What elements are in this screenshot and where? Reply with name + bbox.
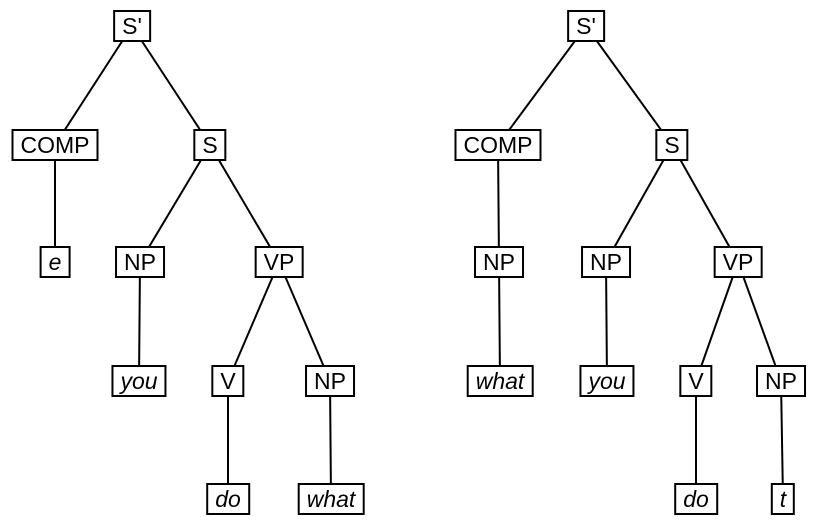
left-tree-node-vp: VP bbox=[254, 246, 304, 278]
right-tree-edge-vp-np2 bbox=[737, 261, 782, 382]
left-tree-edge-sbar-s bbox=[131, 25, 211, 146]
right-tree-node-np0: NP bbox=[474, 246, 524, 278]
left-tree-node-np1: NP bbox=[115, 246, 165, 278]
left-tree-node-what: what bbox=[297, 483, 365, 515]
left-tree-edge-s-np1 bbox=[139, 144, 211, 263]
right-tree-edge-s-vp bbox=[671, 144, 739, 263]
left-tree-node-do: do bbox=[206, 483, 250, 515]
right-tree-edge-np1-you bbox=[605, 261, 608, 382]
left-tree-edge-np2-what bbox=[329, 380, 332, 500]
right-tree-edge-sbar-comp bbox=[497, 25, 587, 146]
right-tree-node-v: V bbox=[679, 365, 713, 397]
right-tree-edge-np2-t bbox=[780, 380, 784, 500]
left-tree-node-s: S bbox=[193, 129, 227, 161]
left-tree-node-comp: COMP bbox=[11, 129, 99, 161]
right-tree-edge-np0-what bbox=[498, 261, 501, 382]
right-tree-edge-sbar-s bbox=[585, 25, 673, 146]
left-tree-edge-vp-v bbox=[227, 261, 280, 382]
left-tree-edge-sbar-comp bbox=[54, 25, 133, 146]
right-tree-edge-s-np1 bbox=[605, 144, 673, 263]
right-tree-node-np2: NP bbox=[756, 365, 806, 397]
left-tree-edge-np1-you bbox=[138, 261, 141, 382]
right-tree-node-do: do bbox=[674, 483, 718, 515]
left-tree-edge-s-vp bbox=[209, 144, 280, 263]
right-tree-edge-comp-np0 bbox=[497, 144, 500, 263]
left-tree-node-np2: NP bbox=[305, 365, 355, 397]
right-tree-node-what: what bbox=[466, 365, 534, 397]
left-tree-node-you: you bbox=[111, 365, 167, 397]
right-tree-node-you: you bbox=[579, 365, 635, 397]
right-tree-edge-vp-v bbox=[695, 261, 739, 382]
right-tree-node-s: S bbox=[655, 129, 689, 161]
right-tree-node-np1: NP bbox=[581, 246, 631, 278]
right-tree-node-sbar: S' bbox=[567, 10, 605, 42]
right-tree-node-t: t bbox=[770, 483, 796, 515]
left-tree-node-v: V bbox=[211, 365, 245, 397]
left-tree-node-sbar: S' bbox=[113, 10, 151, 42]
left-tree-node-e: e bbox=[39, 246, 71, 278]
right-tree-node-vp: VP bbox=[713, 246, 763, 278]
right-tree-node-comp: COMP bbox=[454, 129, 542, 161]
left-tree-edge-vp-np2 bbox=[278, 261, 331, 382]
